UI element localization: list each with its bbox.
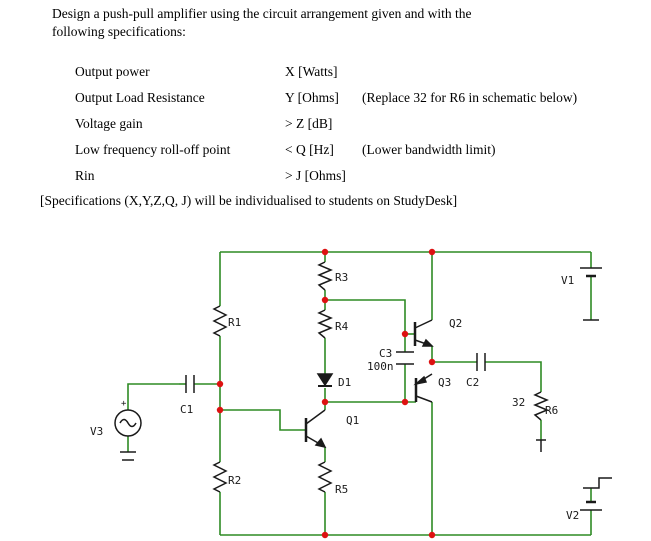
label-c3-value: 100n <box>367 360 394 373</box>
resistor-r2 <box>212 461 228 493</box>
label-c1: C1 <box>180 403 193 416</box>
label-r1: R1 <box>228 316 241 329</box>
label-v1: V1 <box>561 274 574 287</box>
resistor-r4 <box>317 309 333 339</box>
label-q3: Q3 <box>438 376 451 389</box>
junction-nodes <box>216 248 436 539</box>
resistor-r3 <box>317 261 333 291</box>
resistor-r6 <box>533 391 549 421</box>
spec-value: > Z [dB] <box>285 116 333 131</box>
intro-line-1: Design a push-pull amplifier using the c… <box>52 6 472 21</box>
spec-note: (Replace 32 for R6 in schematic below) <box>362 90 578 105</box>
spec-label: Rin <box>75 168 95 183</box>
spec-value: > J [Ohms] <box>285 168 346 183</box>
label-q1: Q1 <box>346 414 359 427</box>
label-r6: R6 <box>545 404 558 417</box>
resistor-r1 <box>212 305 228 337</box>
spec-label: Low frequency roll-off point <box>75 142 231 157</box>
label-v2: V2 <box>566 509 579 522</box>
component-labels: R1 R2 R3 R4 R5 R6 32 C1 C2 C3 100n D1 Q1… <box>90 271 579 522</box>
spec-label: Output power <box>75 64 150 79</box>
label-r6-value: 32 <box>512 396 525 409</box>
spec-label: Voltage gain <box>75 116 143 131</box>
spec-note: (Lower bandwidth limit) <box>362 142 496 157</box>
footnote: [Specifications (X,Y,Z,Q, J) will be ind… <box>40 193 458 208</box>
label-v3-plus: + <box>121 399 127 409</box>
resistor-r5 <box>317 461 333 493</box>
components <box>114 261 612 511</box>
label-c3: C3 <box>379 347 392 360</box>
label-q2: Q2 <box>449 317 462 330</box>
spec-value: < Q [Hz] <box>285 142 334 157</box>
spec-value: X [Watts] <box>285 64 338 79</box>
label-d1: D1 <box>338 376 351 389</box>
diode-d1 <box>316 373 334 387</box>
spec-label: Output Load Resistance <box>75 90 205 105</box>
ac-source-v3 <box>114 409 142 437</box>
label-r4: R4 <box>335 320 349 333</box>
label-c2: C2 <box>466 376 479 389</box>
label-r3: R3 <box>335 271 348 284</box>
label-v3: V3 <box>90 425 103 438</box>
label-r5: R5 <box>335 483 348 496</box>
label-r2: R2 <box>228 474 241 487</box>
wires <box>127 251 592 536</box>
spec-value: Y [Ohms] <box>285 90 339 105</box>
intro-line-2: following specifications: <box>52 24 186 39</box>
